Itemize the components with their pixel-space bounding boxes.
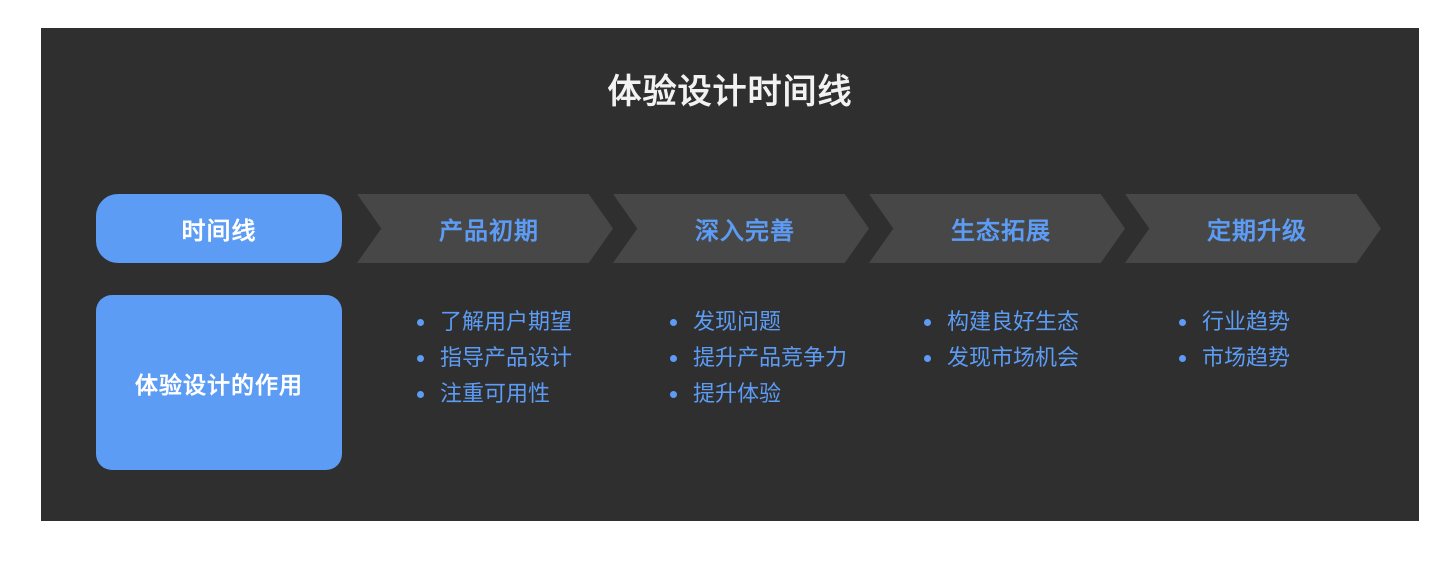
bullet-dot-icon (670, 391, 677, 398)
stage-chevron-3[interactable]: 生态拓展 (869, 194, 1125, 263)
list-item-label: 发现市场机会 (947, 345, 1080, 370)
bullet-dot-icon (924, 355, 931, 362)
bullet-dot-icon (417, 391, 424, 398)
list-item: 发现问题 (666, 304, 916, 340)
list-item: 指导产品设计 (413, 340, 663, 376)
stage-chevron-2-label: 深入完善 (695, 218, 795, 245)
timeline-label-pill[interactable]: 时间线 (96, 194, 342, 263)
page-title: 体验设计时间线 (607, 73, 853, 111)
list-item-label: 行业趋势 (1202, 309, 1291, 334)
bullet-dot-icon (417, 319, 424, 326)
stage-chevron-4-label: 定期升级 (1207, 218, 1307, 245)
stage-chevron-1[interactable]: 产品初期 (357, 194, 613, 263)
list-item-label: 提升产品竞争力 (693, 345, 848, 370)
bullet-list-1: 了解用户期望 指导产品设计 注重可用性 (413, 304, 663, 412)
list-item: 了解用户期望 (413, 304, 663, 340)
bullet-dot-icon (670, 355, 677, 362)
bullet-list-2: 发现问题 提升产品竞争力 提升体验 (666, 304, 916, 412)
bullet-dot-icon (924, 319, 931, 326)
bullet-dot-icon (1179, 355, 1186, 362)
stage-chevron-4[interactable]: 定期升级 (1125, 194, 1381, 263)
role-label-text: 体验设计的作用 (135, 371, 303, 398)
list-item: 行业趋势 (1175, 304, 1425, 340)
detail-row: 体验设计的作用 了解用户期望 指导产品设计 注重可用性 (96, 295, 1416, 470)
stage-chevron-1-label: 产品初期 (439, 218, 539, 245)
timeline-label-text: 时间线 (181, 218, 257, 245)
bullet-dot-icon (417, 355, 424, 362)
list-item: 发现市场机会 (920, 340, 1170, 376)
stage-chevron-3-label: 生态拓展 (951, 218, 1051, 245)
list-item-label: 市场趋势 (1202, 345, 1291, 370)
list-item: 注重可用性 (413, 376, 663, 412)
bullet-dot-icon (670, 319, 677, 326)
list-item: 提升体验 (666, 376, 916, 412)
list-item-label: 了解用户期望 (440, 309, 573, 334)
list-item-label: 指导产品设计 (440, 345, 573, 370)
stage-chevron-2[interactable]: 深入完善 (613, 194, 869, 263)
list-item: 构建良好生态 (920, 304, 1170, 340)
list-item-label: 注重可用性 (440, 381, 551, 406)
bullet-list-3: 构建良好生态 发现市场机会 (920, 304, 1170, 376)
list-item-label: 提升体验 (693, 381, 782, 406)
timeline-panel: 体验设计时间线 时间线 产品初期 深入完善 生态拓展 定期升级 体验设计的作用 (41, 28, 1419, 521)
list-item: 市场趋势 (1175, 340, 1425, 376)
bullet-list-4: 行业趋势 市场趋势 (1175, 304, 1425, 376)
stage-row: 时间线 产品初期 深入完善 生态拓展 定期升级 (96, 194, 1416, 264)
role-label-card[interactable]: 体验设计的作用 (96, 295, 342, 470)
bullet-dot-icon (1179, 319, 1186, 326)
list-item-label: 构建良好生态 (947, 309, 1080, 334)
list-item-label: 发现问题 (693, 309, 782, 334)
list-item: 提升产品竞争力 (666, 340, 916, 376)
